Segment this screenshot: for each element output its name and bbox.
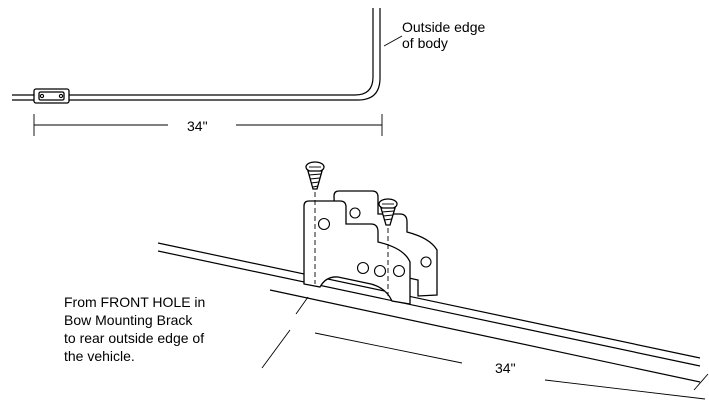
bracket-front-hole-4 bbox=[392, 264, 406, 278]
dimension-tick-left-2 bbox=[261, 329, 291, 369]
bottom-dimension-label: 34" bbox=[495, 360, 516, 376]
top-dimension: 34" bbox=[33, 114, 383, 136]
bracket-front-hole-1 bbox=[317, 217, 331, 231]
screw-icon bbox=[378, 198, 398, 226]
dimension-tick-right bbox=[693, 373, 709, 391]
note-line-1: From FRONT HOLE in bbox=[64, 294, 205, 310]
outside-edge-label-line2: of body bbox=[402, 35, 448, 51]
screw-icon bbox=[305, 161, 325, 190]
top-view: Outside edge of body 34" bbox=[12, 8, 485, 136]
rail-line-bottom bbox=[269, 289, 701, 383]
body-edge-outer bbox=[12, 8, 381, 101]
note-line-4: the vehicle. bbox=[64, 348, 135, 364]
outside-edge-leader bbox=[383, 35, 403, 47]
bracket-view: 34" From FRONT HOLE in Bow Mounting Brac… bbox=[64, 161, 709, 400]
outside-edge-label-line1: Outside edge bbox=[402, 19, 485, 35]
mounting-block bbox=[33, 88, 70, 104]
bracket-front-plate bbox=[303, 200, 411, 305]
bracket-front-hole-3 bbox=[373, 264, 387, 278]
rail-line-top bbox=[157, 242, 701, 359]
top-dimension-label: 34" bbox=[187, 118, 208, 134]
bracket-rear-hole-2 bbox=[420, 256, 432, 268]
note-line-3: to rear outside edge of bbox=[64, 330, 204, 346]
rail-line-middle bbox=[157, 250, 701, 367]
dimension-tick-left bbox=[295, 296, 309, 315]
note-line-2: Bow Mounting Brack bbox=[64, 312, 193, 328]
bracket-rear-hole-1 bbox=[349, 207, 361, 219]
body-edge-inner bbox=[12, 8, 374, 96]
bracket-front-hole-2 bbox=[356, 261, 370, 275]
